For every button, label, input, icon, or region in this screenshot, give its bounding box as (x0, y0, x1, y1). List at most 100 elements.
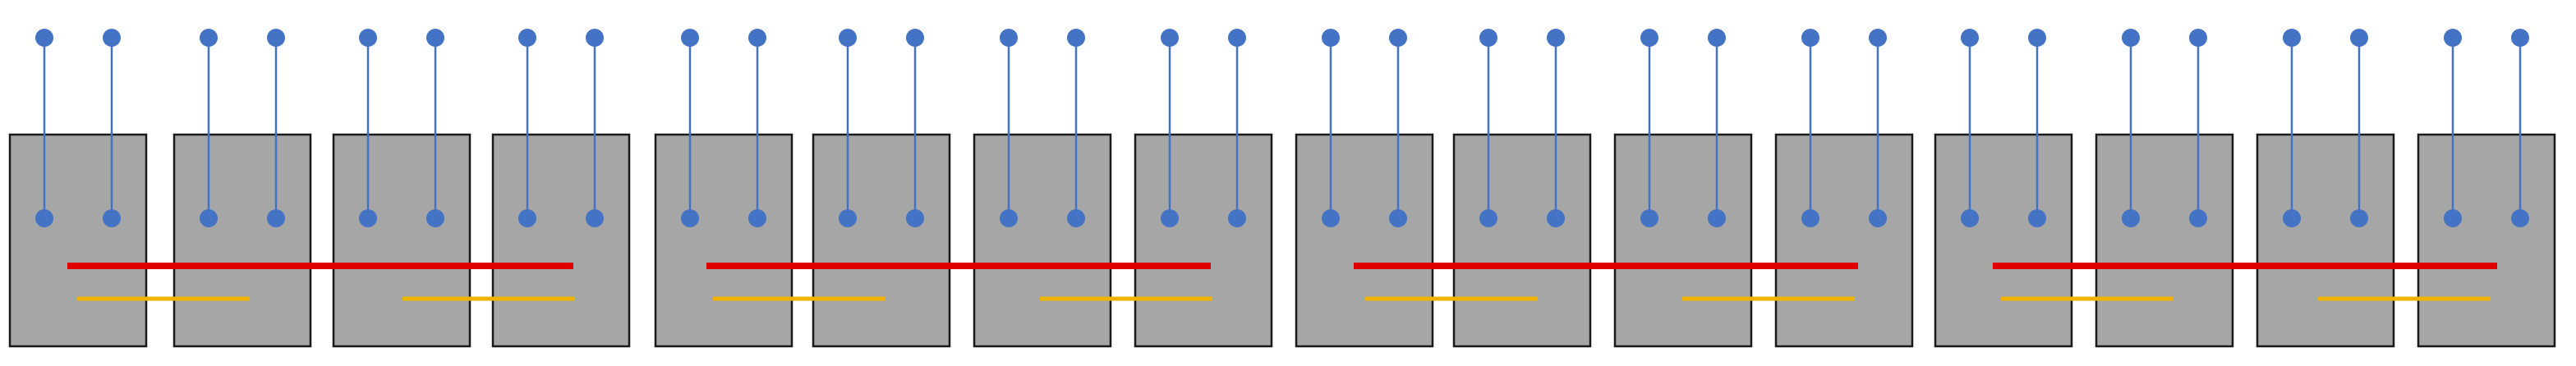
pin-g2-b1-1 (681, 29, 699, 227)
block-g3-b1 (1295, 133, 1434, 348)
pin-g4-b1-1 (1961, 29, 1979, 227)
pin-g3-b2-2 (1547, 29, 1565, 227)
block-g1-b4 (491, 133, 631, 348)
pin-g2-b1-2 (748, 29, 766, 227)
pin-bottom-dot (200, 209, 218, 227)
pin-top-dot (2122, 29, 2140, 47)
block-g3-b3 (1613, 133, 1753, 348)
pin-bottom-dot (1389, 209, 1407, 227)
block-g1-b3 (332, 133, 472, 348)
pin-bottom-dot (1161, 209, 1179, 227)
pin-g1-b4-2 (586, 29, 604, 227)
pin-top-dot (906, 29, 924, 47)
pin-g2-b2-2 (906, 29, 924, 227)
pin-top-dot (748, 29, 766, 47)
pin-bottom-dot (1000, 209, 1018, 227)
blocks-layer (8, 133, 2556, 348)
pin-bottom-dot (1322, 209, 1340, 227)
pin-bottom-dot (1228, 209, 1246, 227)
pin-bottom-dot (906, 209, 924, 227)
pin-g1-b2-2 (267, 29, 285, 227)
pin-g4-b3-1 (2283, 29, 2301, 227)
pin-bottom-dot (518, 209, 536, 227)
pin-g2-b4-2 (1228, 29, 1246, 227)
pin-top-dot (2189, 29, 2207, 47)
pin-g4-b2-2 (2189, 29, 2207, 227)
pin-bottom-dot (2511, 209, 2529, 227)
pin-top-dot (426, 29, 444, 47)
pin-top-dot (1479, 29, 1497, 47)
block-g4-b2 (2095, 133, 2234, 348)
block-g2-b1 (654, 133, 794, 348)
pin-bottom-dot (586, 209, 604, 227)
pin-g1-b1-1 (35, 29, 53, 227)
pin-bottom-dot (359, 209, 377, 227)
pins-layer (35, 29, 2529, 227)
block-g2-b4 (1134, 133, 1273, 348)
block-g4-b1 (1934, 133, 2073, 348)
block-g3-b4 (1774, 133, 1914, 348)
pin-g4-b2-1 (2122, 29, 2140, 227)
pin-top-dot (1228, 29, 1246, 47)
pin-g3-b1-1 (1322, 29, 1340, 227)
pin-top-dot (103, 29, 121, 47)
pin-bottom-dot (2122, 209, 2140, 227)
pin-top-dot (2444, 29, 2462, 47)
pin-bottom-dot (426, 209, 444, 227)
block-g2-b3 (973, 133, 1112, 348)
pin-top-dot (200, 29, 218, 47)
pin-bottom-dot (1801, 209, 1819, 227)
pin-g4-b4-1 (2444, 29, 2462, 227)
pin-g3-b2-1 (1479, 29, 1497, 227)
pin-bottom-dot (2444, 209, 2462, 227)
pin-bottom-dot (267, 209, 285, 227)
pin-top-dot (586, 29, 604, 47)
pin-bottom-dot (2028, 209, 2046, 227)
pin-top-dot (359, 29, 377, 47)
pin-bottom-dot (35, 209, 53, 227)
block-g4-b3 (2256, 133, 2395, 348)
pin-top-dot (2350, 29, 2368, 47)
pin-bottom-dot (2283, 209, 2301, 227)
pin-top-dot (681, 29, 699, 47)
pin-top-dot (35, 29, 53, 47)
pin-bottom-dot (1869, 209, 1887, 227)
pin-g2-b3-2 (1067, 29, 1085, 227)
pin-bottom-dot (1067, 209, 1085, 227)
pin-g2-b4-1 (1161, 29, 1179, 227)
pin-top-dot (1640, 29, 1658, 47)
pin-bottom-dot (748, 209, 766, 227)
pin-top-dot (2028, 29, 2046, 47)
pin-top-dot (1067, 29, 1085, 47)
pin-top-dot (1708, 29, 1726, 47)
pin-bottom-dot (1479, 209, 1497, 227)
pin-g1-b1-2 (103, 29, 121, 227)
pin-top-dot (1801, 29, 1819, 47)
pin-bottom-dot (1961, 209, 1979, 227)
pin-top-dot (1000, 29, 1018, 47)
pin-top-dot (1869, 29, 1887, 47)
block-g2-b2 (812, 133, 951, 348)
pin-top-dot (2283, 29, 2301, 47)
pin-g1-b3-1 (359, 29, 377, 227)
pin-g4-b3-2 (2350, 29, 2368, 227)
pin-bottom-dot (103, 209, 121, 227)
pin-g3-b1-2 (1389, 29, 1407, 227)
pin-g1-b2-1 (200, 29, 218, 227)
pin-g3-b3-2 (1708, 29, 1726, 227)
pin-top-dot (518, 29, 536, 47)
pin-g2-b2-1 (839, 29, 857, 227)
connection-lines-layer (67, 263, 2497, 301)
pin-g3-b4-2 (1869, 29, 1887, 227)
pin-bottom-dot (839, 209, 857, 227)
block-g4-b4 (2417, 133, 2556, 348)
pin-top-dot (1547, 29, 1565, 47)
pin-g4-b1-2 (2028, 29, 2046, 227)
pin-top-dot (2511, 29, 2529, 47)
pin-bottom-dot (1640, 209, 1658, 227)
block-g1-b2 (172, 133, 312, 348)
pin-g4-b4-2 (2511, 29, 2529, 227)
block-g3-b2 (1452, 133, 1592, 348)
pin-top-dot (1161, 29, 1179, 47)
